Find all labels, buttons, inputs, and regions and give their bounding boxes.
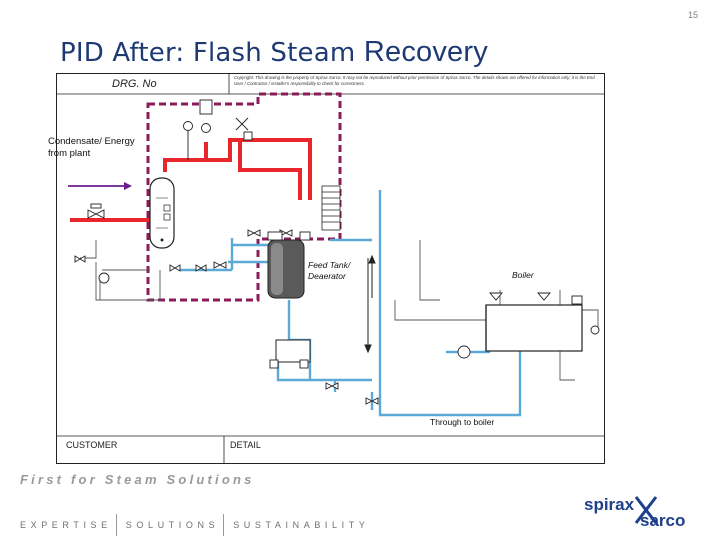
- detail-label: DETAIL: [230, 440, 261, 450]
- page-title: PID After: Flash Steam Recovery: [60, 36, 488, 69]
- boiler-label: Boiler: [512, 270, 534, 280]
- title-part-1: PID After: Flash Steam: [60, 38, 356, 68]
- drg-number-label: DRG. No: [112, 78, 157, 90]
- logo-text-line-1: spirax: [584, 495, 635, 514]
- inlet-arrow: [68, 182, 132, 190]
- receiver-tank: [275, 339, 311, 363]
- tagline: First for Steam Solutions: [20, 472, 255, 487]
- flash-vessel: [149, 177, 175, 249]
- strapline: EXPERTISE SOLUTIONS SUSTAINABILITY: [20, 514, 369, 536]
- flow-arrows: [364, 254, 376, 354]
- logo-text-line-2: sarco: [640, 511, 685, 529]
- strapline-expertise: EXPERTISE: [20, 520, 112, 530]
- through-to-boiler-label: Through to boiler: [430, 417, 495, 427]
- pumps: [98, 272, 471, 359]
- drawing-frame: [56, 73, 605, 464]
- feed-tank-label: Feed Tank/ Deaerator: [308, 260, 351, 281]
- gauges: [183, 99, 600, 369]
- boiler-shell: [485, 304, 583, 352]
- customer-label: CUSTOMER: [66, 440, 118, 450]
- feed-tank: [267, 239, 305, 299]
- slide-number: 15: [688, 10, 699, 20]
- spirax-sarco-logo: spirax sarco: [584, 495, 685, 529]
- strapline-divider: [115, 514, 117, 536]
- copyright-note: Copyright. This drawing is the property …: [234, 75, 595, 86]
- valves: [74, 203, 551, 405]
- strapline-solutions: SOLUTIONS: [125, 520, 220, 530]
- steam-lines: [70, 138, 312, 222]
- strapline-divider: [223, 514, 225, 536]
- title-part-2: Recovery: [363, 36, 488, 68]
- condensate-lines: [180, 190, 522, 417]
- strapline-sustainability: SUSTAINABILITY: [233, 520, 370, 530]
- heat-exchanger: [321, 185, 341, 231]
- condensate-source-label: Condensate/ Energy from plant: [48, 136, 135, 159]
- logo-cross-mark: [634, 496, 658, 524]
